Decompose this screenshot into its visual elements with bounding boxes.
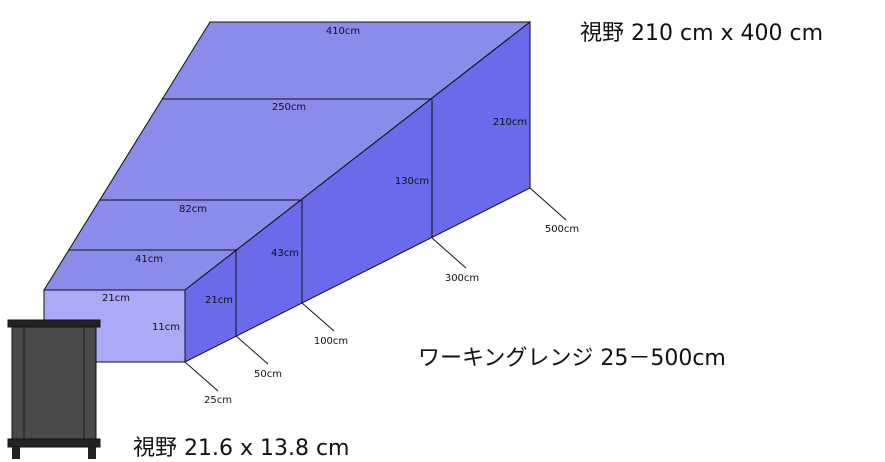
distance-label-100: 100cm — [314, 336, 348, 347]
far-field-of-view-caption: 視野 210 cm x 400 cm — [580, 21, 824, 46]
distance-tick-25 — [184, 361, 219, 392]
width-label-82: 82cm — [179, 204, 207, 215]
near-field-of-view-caption: 視野 21.6 x 13.8 cm — [133, 436, 350, 461]
height-label-210: 210cm — [493, 117, 527, 128]
distance-tick-50 — [235, 335, 269, 365]
height-label-11: 11cm — [152, 322, 180, 333]
width-label-250: 250cm — [272, 102, 306, 113]
working-range-caption: ワーキングレンジ 25－500cm — [418, 346, 726, 371]
width-label-21: 21cm — [102, 293, 130, 304]
height-label-21: 21cm — [205, 295, 233, 306]
distance-tick-100 — [301, 302, 335, 332]
distance-tick-500 — [529, 187, 567, 221]
distance-label-50: 50cm — [254, 369, 282, 380]
width-label-410: 410cm — [326, 26, 360, 37]
height-label-130: 130cm — [395, 176, 429, 187]
distance-label-300: 300cm — [445, 273, 479, 284]
width-label-41: 41cm — [135, 254, 163, 265]
distance-label-500: 500cm — [545, 224, 579, 235]
height-label-43: 43cm — [271, 248, 299, 259]
distance-tick-300 — [431, 237, 467, 269]
sensor-device-icon — [7, 319, 101, 459]
distance-label-25: 25cm — [204, 395, 232, 406]
